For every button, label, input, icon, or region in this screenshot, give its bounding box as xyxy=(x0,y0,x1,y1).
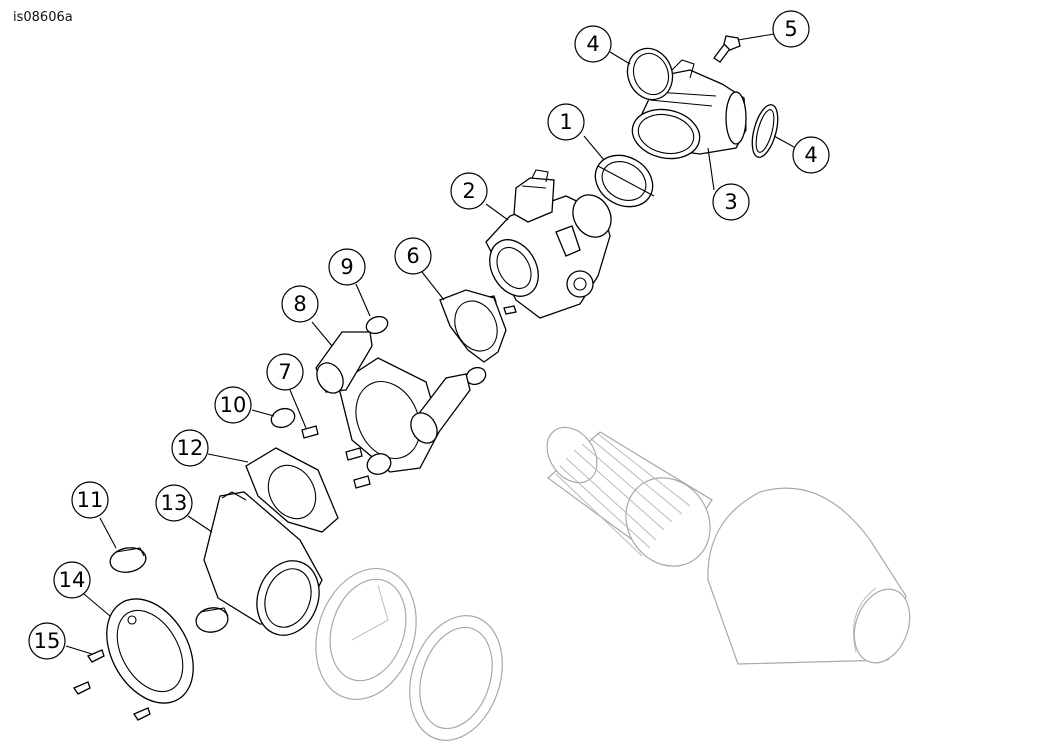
part-seal-upper xyxy=(626,47,674,101)
part-o-ring-upper xyxy=(365,315,389,335)
ghost-outer-cover xyxy=(707,487,911,665)
callout-2: 2 xyxy=(450,172,488,210)
callout-10-label: 10 xyxy=(220,393,247,417)
part-intake-tube xyxy=(203,491,323,636)
callout-15: 15 xyxy=(28,622,66,660)
part-screws-small xyxy=(301,425,371,489)
part-o-ring-lower xyxy=(270,407,296,429)
callout-11: 11 xyxy=(71,481,109,519)
callout-5: 5 xyxy=(772,10,810,48)
callout-15-label: 15 xyxy=(34,629,61,653)
callout-3: 3 xyxy=(712,183,750,221)
ghost-backplate-ring xyxy=(315,567,417,701)
callout-12-label: 12 xyxy=(177,436,204,460)
figure-reference-code: is08606a xyxy=(13,10,73,25)
callout-2-label: 2 xyxy=(462,179,475,203)
callout-14-label: 14 xyxy=(59,568,86,592)
callout-10: 10 xyxy=(214,386,252,424)
part-bolt xyxy=(713,35,741,63)
callout-12: 12 xyxy=(171,429,209,467)
callout-8-label: 8 xyxy=(293,292,306,316)
callout-5-label: 5 xyxy=(784,17,797,41)
callout-7: 7 xyxy=(266,353,304,391)
ghost-air-filter-element xyxy=(546,426,713,567)
callout-4-lower-label: 4 xyxy=(804,143,817,167)
callout-13: 13 xyxy=(155,484,193,522)
callout-14: 14 xyxy=(53,561,91,599)
callout-9: 9 xyxy=(328,248,366,286)
callout-11-label: 11 xyxy=(77,488,104,512)
callout-9-label: 9 xyxy=(340,255,353,279)
part-gasket xyxy=(439,289,507,386)
part-plug-lower xyxy=(195,607,229,633)
part-bezel xyxy=(106,598,194,704)
callout-4-upper-label: 4 xyxy=(586,32,599,56)
part-throttle-body xyxy=(485,169,612,319)
part-seal-lower xyxy=(751,104,779,158)
callout-13-label: 13 xyxy=(161,491,188,515)
callout-6-label: 6 xyxy=(406,244,419,268)
part-bezel-screws xyxy=(73,649,151,721)
callout-4-upper: 4 xyxy=(574,25,612,63)
part-plug-upper xyxy=(109,547,147,573)
callout-3-label: 3 xyxy=(724,190,737,214)
ghost-gasket-ring xyxy=(409,615,503,741)
callout-4-lower: 4 xyxy=(792,136,830,174)
part-mounting-gasket xyxy=(245,447,339,533)
part-backplate xyxy=(315,331,471,475)
leader-lines xyxy=(65,33,795,655)
callout-7-label: 7 xyxy=(278,360,291,384)
part-coupler-ring xyxy=(594,154,655,208)
callout-1-label: 1 xyxy=(559,110,572,134)
callout-8: 8 xyxy=(281,285,319,323)
callout-1: 1 xyxy=(547,103,585,141)
callout-6: 6 xyxy=(394,237,432,275)
